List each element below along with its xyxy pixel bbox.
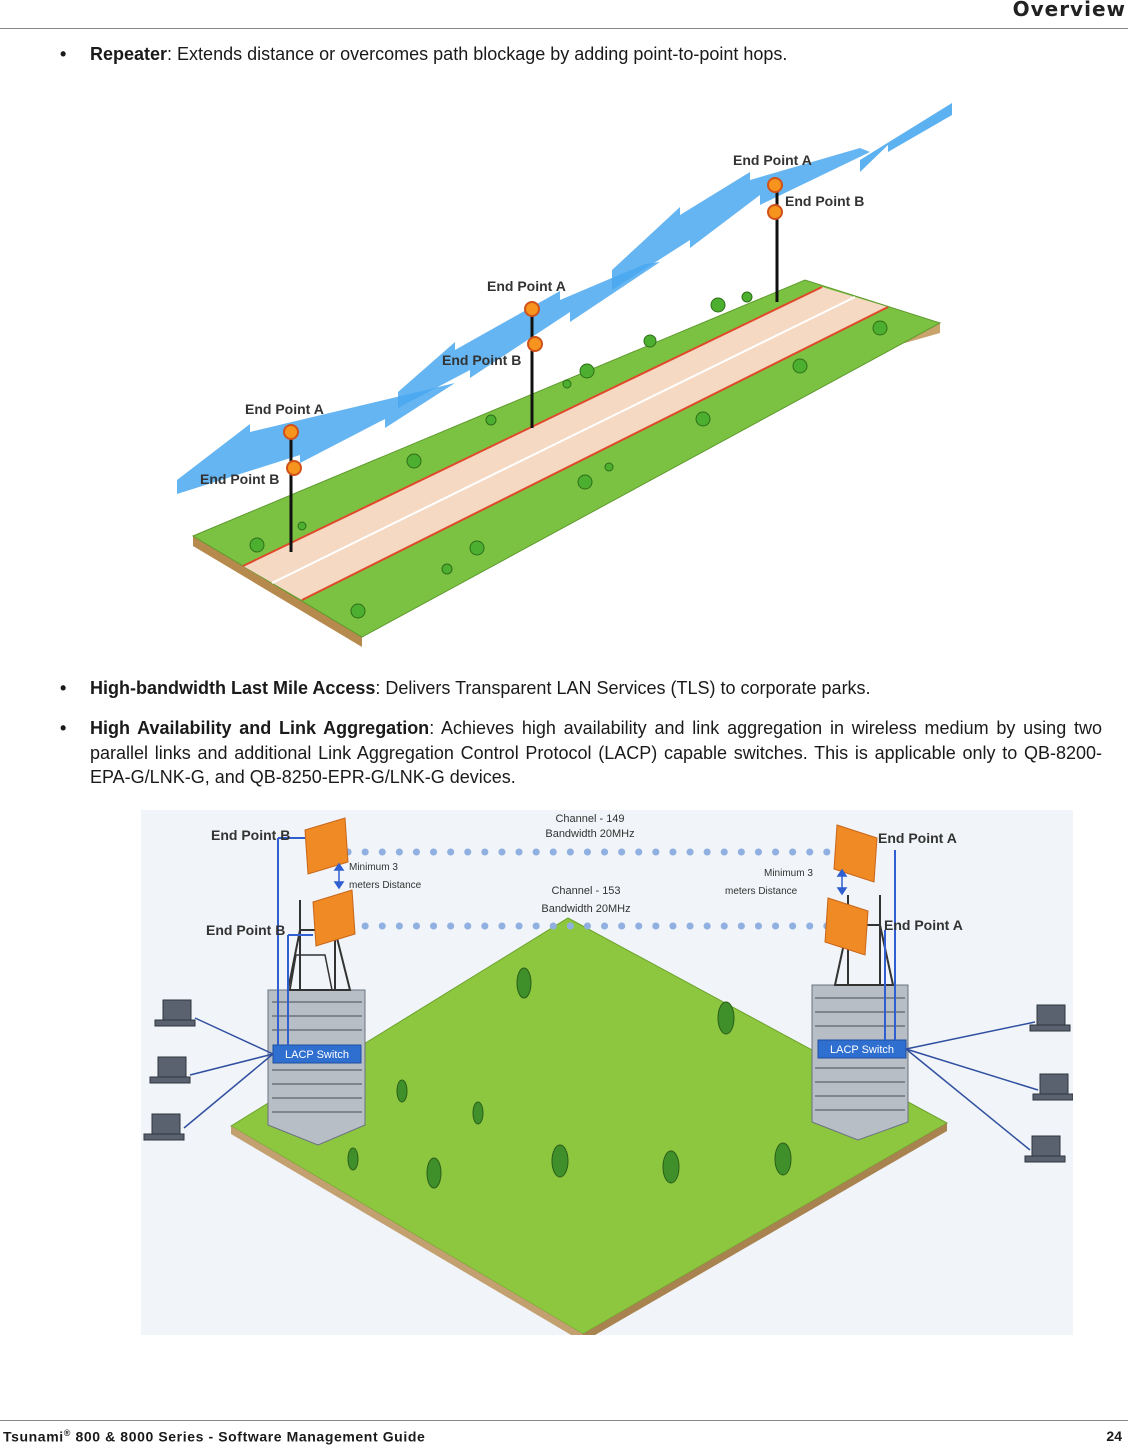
repeater-label-p2b: End Point B	[442, 352, 521, 368]
right-switch-label: LACP Switch	[830, 1044, 894, 1056]
lacp-label-right-top: End Point A	[878, 830, 957, 846]
footer-brand: Tsunami	[3, 1428, 64, 1445]
bullet-last-mile: • High-bandwidth Last Mile Access: Deliv…	[60, 676, 1132, 701]
channel-1-line-2: Bandwidth 20MHz	[545, 828, 634, 840]
lacp-label-left-bottom: End Point B	[206, 922, 285, 938]
min-distance-left-2: meters Distance	[349, 880, 422, 891]
min-distance-right-1: Minimum 3	[764, 868, 813, 879]
bullet-link-aggregation: • High Availability and Link Aggregation…	[60, 716, 1132, 790]
bullet-term: High-bandwidth Last Mile Access	[90, 678, 376, 698]
bullet-text: : Extends distance or overcomes path blo…	[167, 44, 788, 64]
repeater-label-p3a: End Point A	[733, 152, 812, 168]
header-divider	[0, 28, 1128, 29]
left-switch-label: LACP Switch	[285, 1049, 349, 1061]
footer-guide-title: Tsunami® 800 & 8000 Series - Software Ma…	[3, 1428, 425, 1445]
bullet-repeater: • Repeater: Extends distance or overcome…	[60, 42, 1132, 67]
repeater-label-p1a: End Point A	[245, 401, 324, 417]
footer-divider	[0, 1420, 1128, 1421]
repeater-label-p3b: End Point B	[785, 193, 864, 209]
bullet-term: High Availability and Link Aggregation	[90, 718, 430, 738]
repeater-label-p1b: End Point B	[200, 471, 279, 487]
lacp-label-right-bottom: End Point A	[884, 917, 963, 933]
lacp-label-left-top: End Point B	[211, 827, 290, 843]
min-distance-right-2: meters Distance	[725, 886, 798, 897]
channel-2-line-1: Channel - 153	[551, 885, 620, 897]
bullet-dot: •	[60, 678, 67, 698]
footer-registered-mark: ®	[63, 1428, 71, 1438]
page-header-title: Overview	[1012, 0, 1126, 21]
repeater-diagram: End Point A End Point B End Point A End …	[177, 103, 952, 647]
footer-guide-name: 800 & 8000 Series - Software Management …	[70, 1428, 426, 1445]
footer-page-number: 24	[1106, 1428, 1122, 1444]
bullet-text: : Achieves high availability and link ag…	[90, 718, 1102, 787]
bullet-term: Repeater	[90, 44, 168, 64]
bullet-dot: •	[60, 44, 67, 64]
channel-1-line-1: Channel - 149	[555, 813, 624, 825]
bullet-text: : Delivers Transparent LAN Services (TLS…	[375, 678, 871, 698]
bullet-dot: •	[60, 718, 67, 738]
repeater-label-p2a: End Point A	[487, 278, 566, 294]
channel-2-line-2: Bandwidth 20MHz	[541, 903, 630, 915]
min-distance-left-1: Minimum 3	[349, 862, 398, 873]
link-aggregation-diagram: LACP Switch LACP Switch End	[141, 810, 1073, 1335]
